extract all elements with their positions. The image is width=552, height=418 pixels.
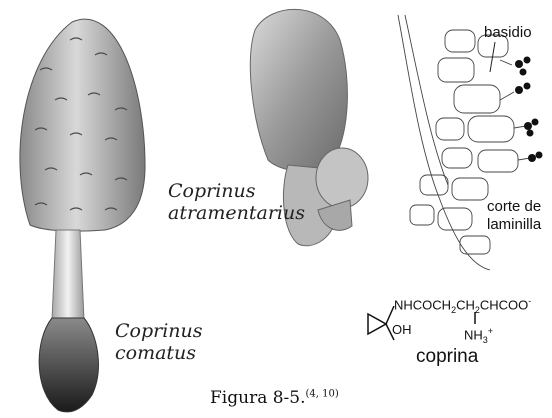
species-epithet: atramentarius — [168, 202, 305, 224]
basidio-label: basidio — [484, 24, 532, 42]
corte-label-line1: corte de — [487, 198, 541, 216]
caption-references: (4, 10) — [306, 388, 339, 399]
formula-charge: - — [528, 296, 531, 306]
coprine-hydroxyl: OH — [392, 322, 412, 337]
formula-part: NH — [464, 327, 483, 342]
formula-charge: + — [488, 326, 493, 336]
species-genus: Coprinus — [168, 180, 305, 202]
compound-name: coprina — [416, 346, 478, 368]
formula-part: CH — [456, 297, 475, 312]
corte-label-line2: laminilla — [487, 216, 541, 234]
species-label-atramentarius: Coprinus atramentarius — [168, 180, 305, 224]
spore-dots — [515, 57, 543, 163]
figure-caption: Figura 8-5.(4, 10) — [210, 388, 339, 408]
species-epithet: comatus — [115, 342, 203, 364]
coprine-formula-line1: NHCOCH2CH2CHCOO- — [394, 296, 531, 315]
species-label-comatus: Coprinus comatus — [115, 320, 203, 364]
coprine-amino-group: NH3+ — [464, 326, 493, 345]
corte-laminilla-label: corte de laminilla — [487, 198, 541, 234]
formula-part: CHCOO — [480, 297, 528, 312]
caption-text: Figura 8-5. — [210, 388, 306, 408]
formula-part: NHCOCH — [394, 297, 451, 312]
formula-subscript: 3 — [483, 335, 488, 345]
species-genus: Coprinus — [115, 320, 203, 342]
